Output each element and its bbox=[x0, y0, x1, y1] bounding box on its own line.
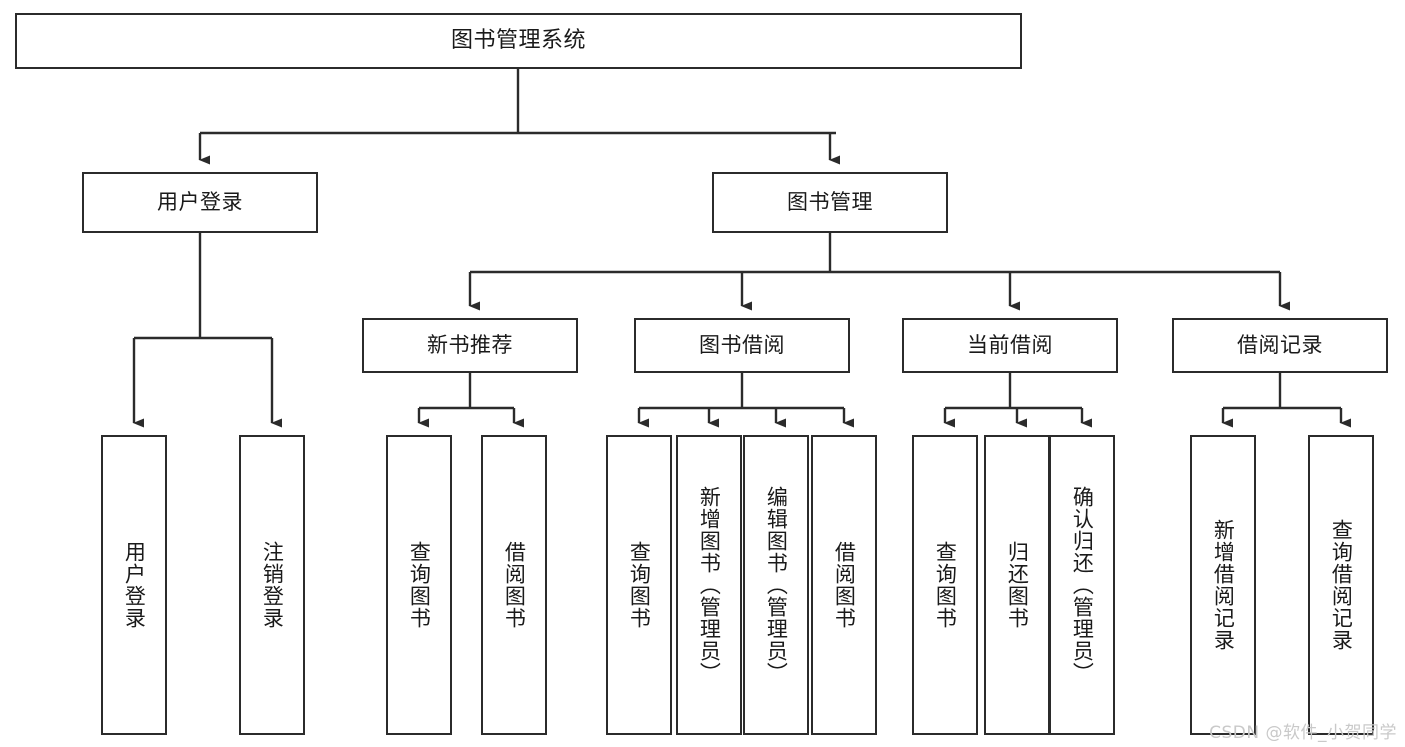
leaf-edit-book-admin[interactable]: 编辑图书（管理员） bbox=[743, 435, 809, 735]
node-user-login[interactable]: 用户登录 bbox=[82, 172, 318, 233]
leaf-query-books-borrowing[interactable]: 查询图书 bbox=[606, 435, 672, 735]
node-book-management[interactable]: 图书管理 bbox=[712, 172, 948, 233]
node-borrow-records[interactable]: 借阅记录 bbox=[1172, 318, 1388, 373]
leaf-confirm-return-admin[interactable]: 确认归还（管理员） bbox=[1049, 435, 1115, 735]
node-label: 归还图书 bbox=[1005, 541, 1030, 629]
node-label: 图书管理 bbox=[787, 189, 873, 214]
leaf-user-login[interactable]: 用户登录 bbox=[101, 435, 167, 735]
node-label: 用户登录 bbox=[157, 189, 243, 214]
node-label: 注销登录 bbox=[260, 541, 285, 629]
leaf-query-books-current[interactable]: 查询图书 bbox=[912, 435, 978, 735]
node-label: 确认归还（管理员） bbox=[1070, 486, 1095, 684]
node-label: 新增借阅记录 bbox=[1211, 519, 1236, 651]
node-label: 查询图书 bbox=[407, 541, 432, 629]
node-label: 借阅记录 bbox=[1237, 332, 1323, 357]
node-new-book-recommend[interactable]: 新书推荐 bbox=[362, 318, 578, 373]
node-book-borrowing[interactable]: 图书借阅 bbox=[634, 318, 850, 373]
leaf-logout[interactable]: 注销登录 bbox=[239, 435, 305, 735]
node-label: 用户登录 bbox=[122, 541, 147, 629]
node-label: 借阅图书 bbox=[832, 541, 857, 629]
node-label: 图书借阅 bbox=[699, 332, 785, 357]
node-label: 新增图书（管理员） bbox=[697, 486, 722, 684]
leaf-borrow-books-borrowing[interactable]: 借阅图书 bbox=[811, 435, 877, 735]
leaf-add-borrow-record[interactable]: 新增借阅记录 bbox=[1190, 435, 1256, 735]
leaf-query-borrow-record[interactable]: 查询借阅记录 bbox=[1308, 435, 1374, 735]
node-label: 当前借阅 bbox=[967, 332, 1053, 357]
leaf-query-books-newbook[interactable]: 查询图书 bbox=[386, 435, 452, 735]
node-label: 查询图书 bbox=[933, 541, 958, 629]
node-label: 新书推荐 bbox=[427, 332, 513, 357]
leaf-add-book-admin[interactable]: 新增图书（管理员） bbox=[676, 435, 742, 735]
leaf-borrow-books-newbook[interactable]: 借阅图书 bbox=[481, 435, 547, 735]
node-root-system[interactable]: 图书管理系统 bbox=[15, 13, 1022, 69]
node-label: 借阅图书 bbox=[502, 541, 527, 629]
node-label: 查询图书 bbox=[627, 541, 652, 629]
node-current-borrowing[interactable]: 当前借阅 bbox=[902, 318, 1118, 373]
leaf-return-books[interactable]: 归还图书 bbox=[984, 435, 1050, 735]
node-label: 图书管理系统 bbox=[450, 27, 586, 53]
node-label: 查询借阅记录 bbox=[1329, 519, 1354, 651]
node-label: 编辑图书（管理员） bbox=[764, 486, 789, 684]
